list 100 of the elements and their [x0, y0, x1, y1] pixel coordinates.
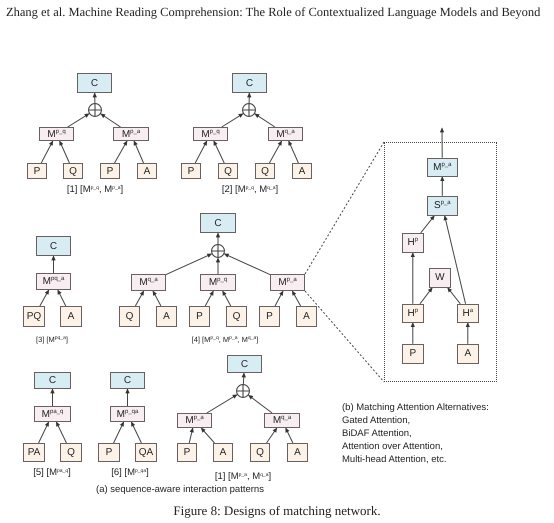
input-box: PA	[23, 443, 45, 462]
matching-box: M$^{p_q}$	[200, 274, 236, 291]
arrow	[254, 113, 276, 128]
input-box: A	[213, 443, 233, 462]
caption-text: (a) sequence-aware interaction patterns	[96, 484, 264, 495]
input-box: A	[287, 443, 308, 462]
arrow	[440, 176, 444, 196]
arrow	[292, 290, 302, 306]
input-box: Q	[218, 163, 238, 179]
arrow	[200, 428, 216, 444]
arrow	[57, 289, 66, 306]
arrow	[248, 394, 273, 414]
arrow	[266, 427, 278, 444]
arrow	[274, 290, 284, 306]
input-box: Q	[226, 306, 247, 327]
arrow	[51, 255, 56, 274]
input-box: H$^{a}$	[456, 304, 479, 323]
input-box: Q	[60, 443, 82, 462]
caption-text: Gated Attention,	[342, 415, 410, 426]
zoom-line	[304, 290, 384, 382]
arrow	[242, 372, 246, 384]
sum-circle	[242, 103, 256, 117]
matching-box: M$^{q_a}$	[268, 127, 303, 141]
arrow	[268, 140, 282, 164]
output-box: C	[77, 73, 112, 93]
input-box: Q	[119, 306, 140, 327]
input-box: P	[177, 443, 197, 462]
arrow	[134, 290, 144, 306]
arrow	[224, 253, 270, 276]
matching-box: M$^{pq_a}$	[36, 273, 71, 290]
arrow	[114, 140, 128, 164]
sum-circle	[236, 384, 250, 398]
arrow	[216, 257, 220, 274]
matching-box: M$^{p_a}$	[270, 274, 305, 291]
arrow	[39, 289, 50, 306]
caption-text: Multi-head Attention, etc.	[342, 454, 447, 465]
arrow	[113, 421, 124, 444]
arrow	[67, 113, 90, 128]
output-box: C	[227, 355, 262, 373]
input-box: P	[98, 443, 120, 462]
input-box: Q	[250, 443, 270, 462]
matching-box: M$^{p_a}$	[113, 127, 149, 141]
arrow	[213, 140, 225, 164]
input-box: QA	[135, 443, 157, 462]
output-box: C	[200, 213, 236, 233]
zoom-frame	[384, 142, 497, 382]
arrow	[194, 140, 208, 164]
input-box: PQ	[23, 306, 45, 327]
output-box: C	[110, 372, 145, 389]
input-box: A	[60, 306, 82, 327]
matching-box: W	[428, 268, 451, 288]
input-box: Q	[255, 163, 275, 179]
arrow	[466, 322, 470, 344]
input-box: A	[137, 163, 157, 179]
sum-circle	[88, 103, 102, 117]
matching-box: M$^{p_qa}$	[110, 406, 145, 422]
matching-box: M$^{q_a}$	[131, 274, 166, 291]
input-box: A	[296, 306, 317, 327]
zoom-line	[304, 142, 384, 274]
arrow	[410, 322, 415, 344]
arrow	[188, 427, 194, 444]
arrow	[420, 287, 433, 304]
input-box: A	[292, 163, 312, 179]
arrow	[56, 421, 67, 444]
matching-box: M$^{p_q}$	[39, 127, 74, 141]
output-box: C	[34, 372, 71, 389]
output-box: C	[232, 73, 267, 93]
caption-text: BiDAF Attention,	[342, 428, 412, 439]
matching-box: M$^{pa_q}$	[34, 406, 71, 422]
input-box: H$^{p}$	[402, 304, 424, 323]
arrow	[285, 427, 294, 444]
arrow	[444, 215, 466, 304]
input-box: P	[189, 306, 210, 327]
arrow	[130, 421, 142, 444]
caption-text: Attention over Attention,	[342, 441, 443, 452]
caption-text: [1] [M$^{p_a}$, M$^{q_a}$]	[214, 471, 272, 482]
arrow	[447, 287, 461, 304]
arrow	[100, 113, 121, 128]
arrow	[410, 252, 415, 304]
input-box: P	[100, 163, 120, 179]
arrow	[247, 92, 252, 104]
arrow	[204, 290, 214, 306]
input-box: P	[259, 306, 280, 327]
output-box: M$^{p_a}$	[426, 158, 458, 177]
arrow	[420, 215, 435, 234]
input-box: Q	[63, 163, 83, 179]
caption-text: (b) Matching Attention Alternatives:	[342, 402, 489, 413]
arrow	[38, 421, 50, 444]
figure-caption: Figure 8: Designs of matching network.	[173, 503, 381, 519]
arrow	[152, 290, 162, 306]
caption-text: [6] [M$^{p_qa}$]	[111, 467, 149, 478]
arrow	[288, 140, 299, 164]
sum-circle	[211, 244, 225, 258]
input-box: P	[181, 163, 201, 179]
input-box: A	[456, 344, 479, 364]
arrow	[166, 253, 212, 276]
caption-text: [5] [M$^{pa_q}$]	[33, 467, 71, 478]
matching-box: H$^{p}$	[402, 232, 424, 253]
caption-text: [2] [M$^{p_q}$, M$^{q_a}$]	[222, 184, 278, 195]
input-box: P	[402, 344, 424, 364]
